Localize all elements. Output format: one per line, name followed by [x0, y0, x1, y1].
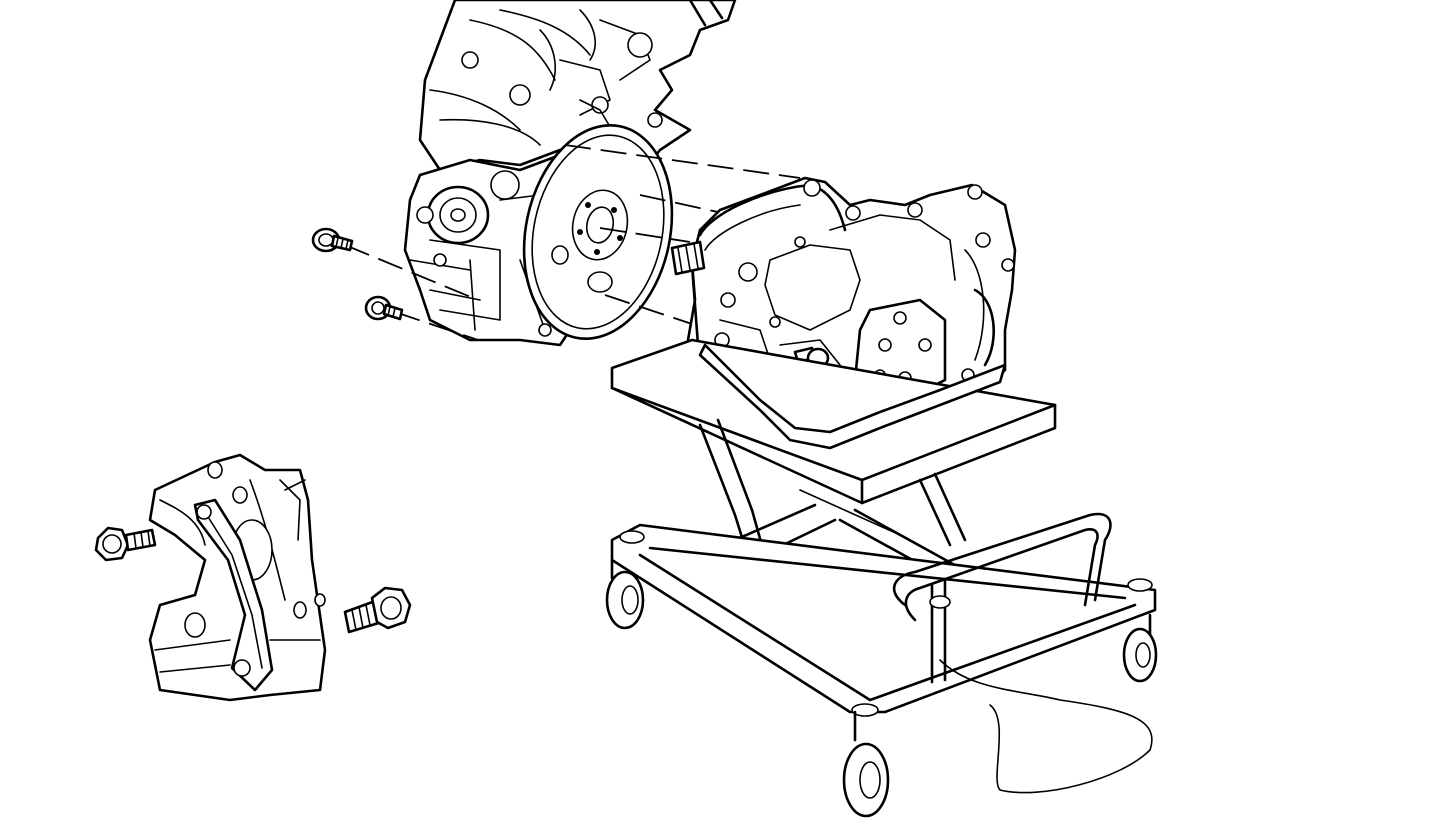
caster-front — [842, 710, 890, 818]
caster-right — [1122, 613, 1158, 683]
engine-bolt-lower — [364, 295, 404, 321]
caster-left — [605, 558, 645, 630]
flywheel — [522, 124, 674, 340]
brace-bolt-lower — [343, 586, 412, 634]
engine-bolt-upper — [311, 227, 354, 253]
brace-bolt-upper — [94, 526, 157, 562]
brace-bracket-detail — [94, 453, 412, 702]
transmission-jack — [605, 338, 1158, 818]
